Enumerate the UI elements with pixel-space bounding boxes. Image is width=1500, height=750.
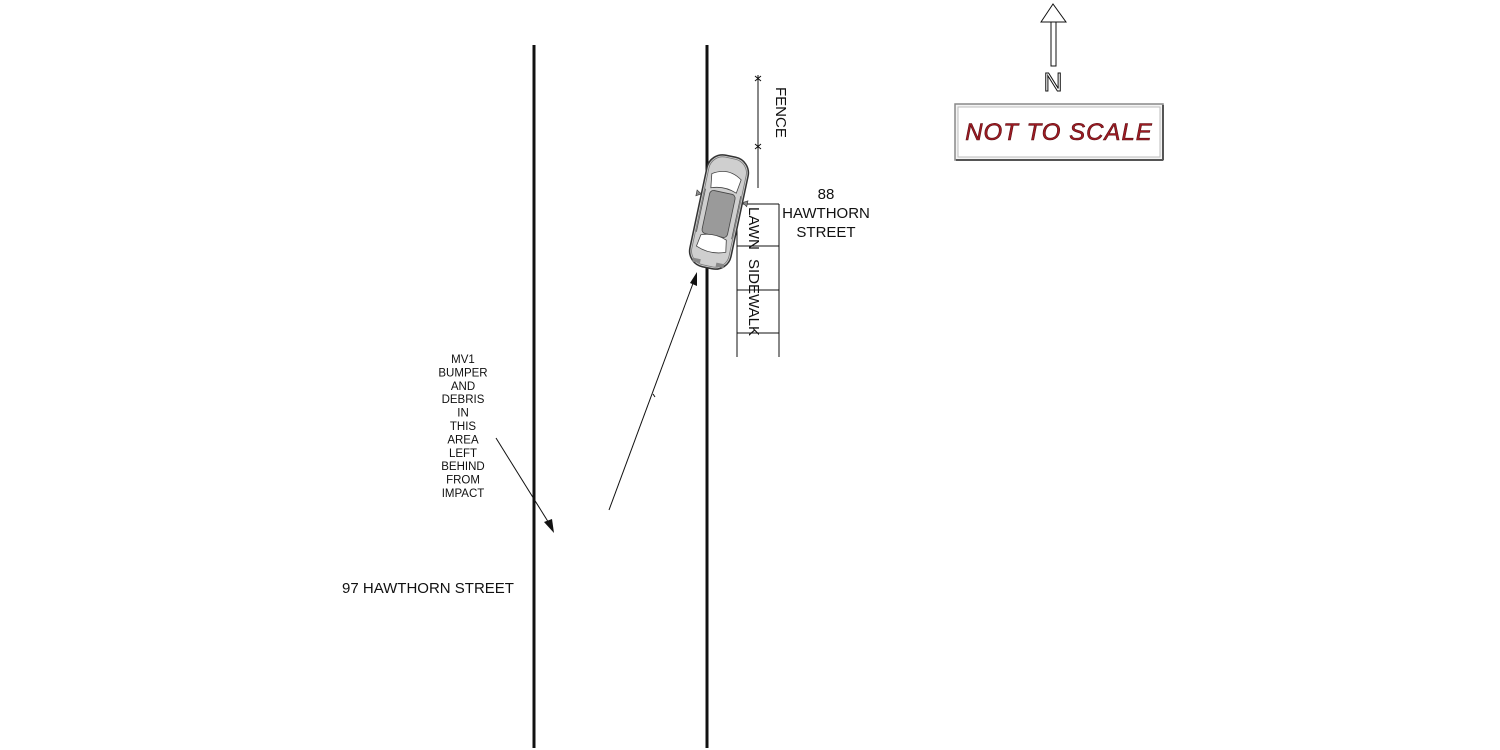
sidewalk-area: LAWN SIDEWALK [736,203,780,357]
address-west: 97 HAWTHORN STREET [342,580,514,597]
address-east-suffix: STREET [796,224,855,241]
address-east: 88 HAWTHORN STREET [782,186,870,241]
debris-leader-arrow [495,437,554,533]
vehicle-path-arrow [608,272,697,511]
north-arrow-icon: N [1040,3,1067,98]
debris-note-line: IMPACT [442,488,485,500]
address-east-street: HAWTHORN [782,205,870,222]
north-label: N [1044,67,1063,97]
not-to-scale-sign: NOT TO SCALE [954,103,1164,161]
sidewalk-label: SIDEWALK [745,259,762,336]
not-to-scale-text: NOT TO SCALE [965,119,1153,146]
debris-note-line: THIS [450,421,477,433]
debris-note-line: IN [457,408,469,420]
debris-note-line: DEBRIS [442,394,485,406]
debris-note-line: LEFT [449,448,477,460]
fence-label: FENCE [772,87,789,138]
debris-note-line: BEHIND [441,461,484,473]
address-east-number: 88 [818,186,835,203]
lawn-label: LAWN [745,207,762,250]
debris-note-line: AREA [447,434,479,446]
debris-note-line: FROM [446,475,480,487]
car-icon [688,154,750,270]
fence: FENCE [754,75,789,188]
debris-note-line: BUMPER [438,367,487,379]
debris-note-line: MV1 [451,354,475,366]
debris-note-line: AND [451,381,475,393]
